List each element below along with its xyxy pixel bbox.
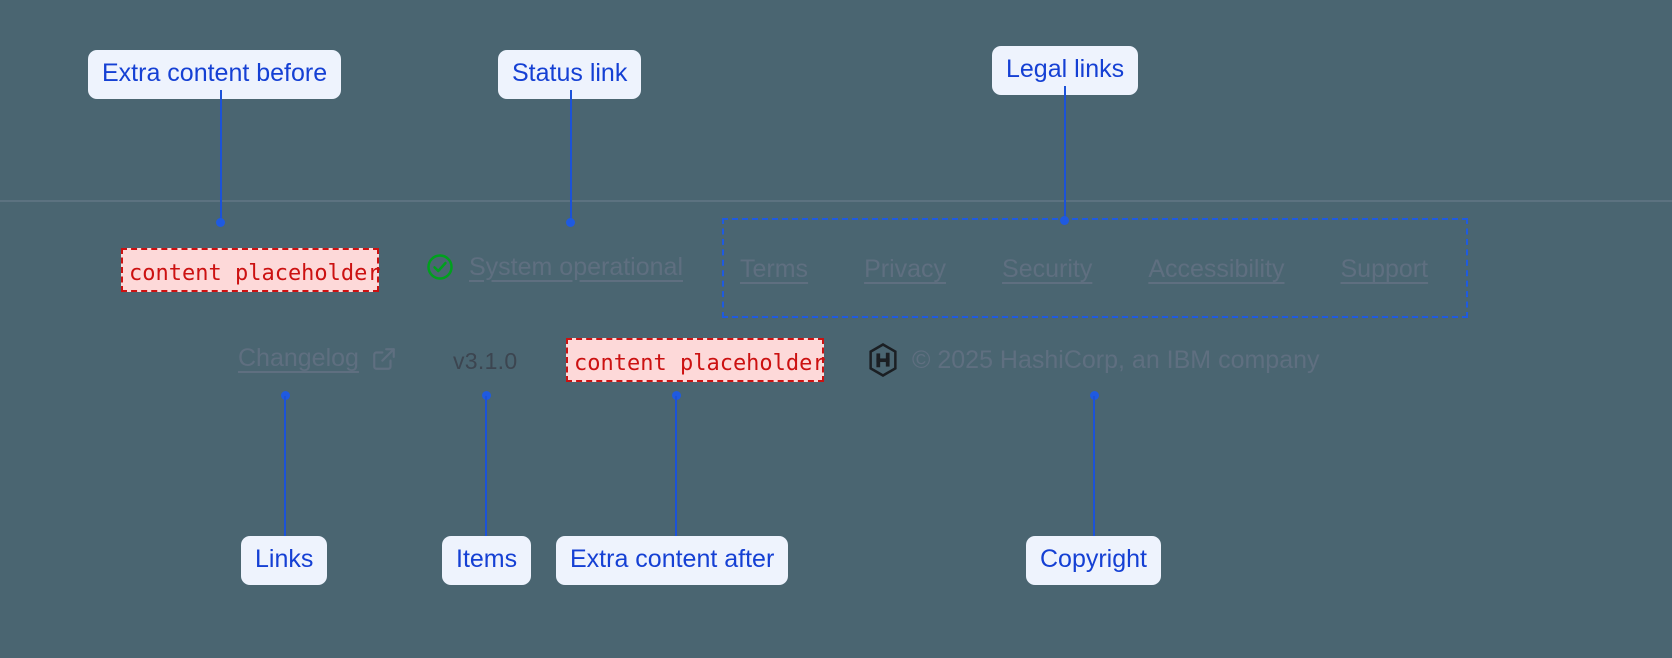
external-link-icon: [371, 346, 397, 372]
annotation-dot-status-link: [566, 218, 575, 227]
annotation-dot-legal-links: [1060, 216, 1069, 225]
annotation-leader-extra-content-after: [675, 396, 677, 536]
legal-link-security[interactable]: Security: [1002, 255, 1093, 283]
annotation-leader-extra-content-before: [220, 90, 222, 222]
legal-link-support[interactable]: Support: [1340, 255, 1429, 283]
changelog-link-label[interactable]: Changelog: [238, 344, 359, 372]
annotation-leader-copyright: [1093, 396, 1095, 536]
annotation-label-extra-content-after: Extra content after: [556, 536, 789, 585]
extra-content-after-placeholder: content placeholder: [566, 338, 826, 382]
annotation-dot-extra-content-after: [672, 391, 681, 400]
annotation-leader-status-link: [570, 90, 572, 222]
legal-link-privacy[interactable]: Privacy: [864, 255, 947, 283]
annotation-leader-items: [485, 396, 487, 536]
annotation-dot-copyright: [1090, 391, 1099, 400]
version-label: v3.1.0: [453, 348, 518, 374]
annotation-label-copyright: Copyright: [1026, 536, 1161, 585]
extra-content-before-placeholder: content placeholder: [121, 248, 381, 292]
footer-top-divider: [0, 200, 1672, 202]
changelog-link[interactable]: Changelog: [238, 344, 397, 373]
status-link-label[interactable]: System operational: [469, 252, 684, 281]
check-circle-icon: [425, 252, 455, 282]
annotation-label-status-link: Status link: [498, 50, 642, 99]
copyright-text: © 2025 HashiCorp, an IBM company: [912, 345, 1320, 374]
changelog-row: Changelog: [238, 344, 397, 373]
status-link-row: System operational: [425, 252, 683, 282]
legal-links-highlight-box: [722, 218, 1468, 318]
status-link[interactable]: System operational: [425, 252, 683, 282]
annotation-dot-links: [281, 391, 290, 400]
annotation-label-links: Links: [241, 536, 328, 585]
annotation-dot-extra-content-before: [216, 218, 225, 227]
annotation-label-extra-content-before: Extra content before: [88, 50, 342, 99]
legal-link-accessibility[interactable]: Accessibility: [1148, 255, 1285, 283]
hashicorp-logo: [868, 343, 898, 377]
legal-link-terms[interactable]: Terms: [740, 255, 809, 283]
annotation-leader-legal-links: [1064, 86, 1066, 222]
annotation-label-items: Items: [442, 536, 532, 585]
version-row: v3.1.0: [453, 348, 517, 375]
legal-links-list: Terms Privacy Security Accessibility Sup…: [740, 255, 1428, 284]
annotation-leader-links: [284, 396, 286, 536]
copyright-block: © 2025 HashiCorp, an IBM company: [868, 343, 1320, 377]
annotation-dot-items: [482, 391, 491, 400]
copyright-row: © 2025 HashiCorp, an IBM company: [868, 343, 1320, 377]
